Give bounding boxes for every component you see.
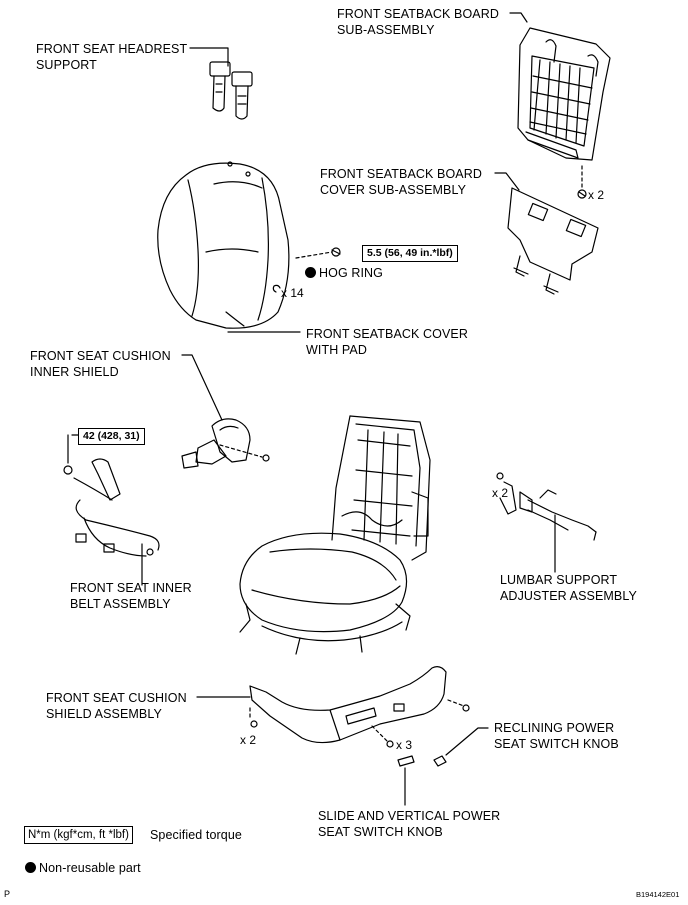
cushion-inner-shield-drawing [181,418,270,469]
label-headrest-support: FRONT SEAT HEADREST SUPPORT [36,42,188,72]
corner-mark-right: B194142E01 [636,890,680,899]
qty-shield-center-screws: x 3 [396,738,413,752]
lumbar-support-drawing [496,472,597,541]
seatback-board-cover-drawing [507,187,599,295]
seat-cushion-drawing [239,532,411,655]
seatback-nut-drawing [331,247,341,257]
label-reclining-knob: RECLINING POWER SEAT SWITCH KNOB [494,721,619,751]
nonreusable-dot-icon [305,267,316,278]
reclining-knob-drawing [433,755,447,767]
qty-lumbar-screws: x 2 [492,486,509,500]
cushion-shield-drawing [249,666,470,748]
torque-seatback-nut: 5.5 (56, 49 in.*lbf) [362,245,458,262]
board-screw-drawing [577,189,587,199]
legend-dot-icon [25,862,36,873]
hog-ring-drawing [272,284,281,293]
seatback-cover-drawing [157,161,290,329]
qty-shield-left-screws: x 2 [240,733,257,747]
label-seatback-cover-pad: FRONT SEATBACK COVER WITH PAD [306,327,468,357]
legend-torque-desc: Specified torque [150,828,242,842]
leader-lines [67,12,583,806]
qty-hog-rings: x 14 [281,286,304,300]
legend-torque-box: N*m (kgf*cm, ft *lbf) [24,826,133,844]
label-hog-ring: HOG RING [305,265,383,281]
seat-frame-drawing [331,415,431,561]
label-slide-knob: SLIDE AND VERTICAL POWER SEAT SWITCH KNO… [318,809,501,839]
label-lumbar-support: LUMBAR SUPPORT ADJUSTER ASSEMBLY [500,573,637,603]
headrest-supports-drawing [209,61,253,120]
corner-mark-left: P [4,889,11,899]
legend-nonreusable: Non-reusable part [25,860,141,876]
slide-knob-drawing [397,755,415,767]
label-inner-belt: FRONT SEAT INNER BELT ASSEMBLY [70,581,192,611]
label-cushion-shield: FRONT SEAT CUSHION SHIELD ASSEMBLY [46,691,187,721]
label-seatback-board-cover: FRONT SEATBACK BOARD COVER SUB-ASSEMBLY [320,167,482,197]
label-seatback-board: FRONT SEATBACK BOARD SUB-ASSEMBLY [337,7,499,37]
inner-belt-drawing [63,458,160,557]
label-cushion-inner-shield: FRONT SEAT CUSHION INNER SHIELD [30,349,171,379]
qty-board-screws: x 2 [588,188,605,202]
torque-belt-bolt: 42 (428, 31) [78,428,145,445]
seatback-board-drawing [517,27,611,161]
